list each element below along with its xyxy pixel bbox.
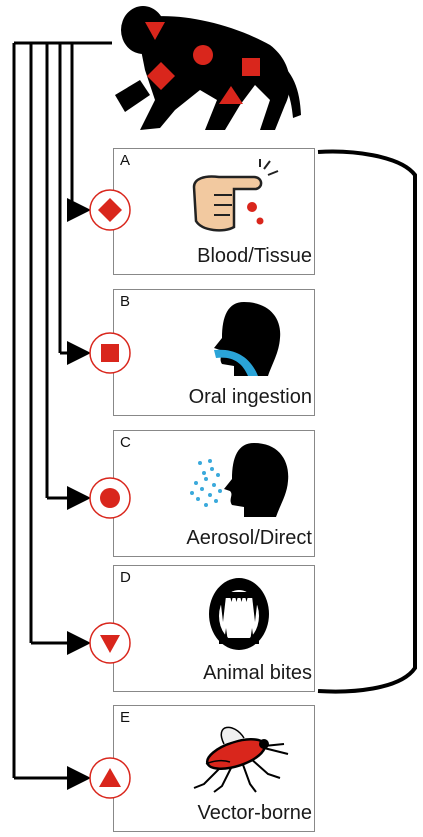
circle-marker-icon <box>100 488 120 508</box>
square-marker-icon <box>101 344 119 362</box>
